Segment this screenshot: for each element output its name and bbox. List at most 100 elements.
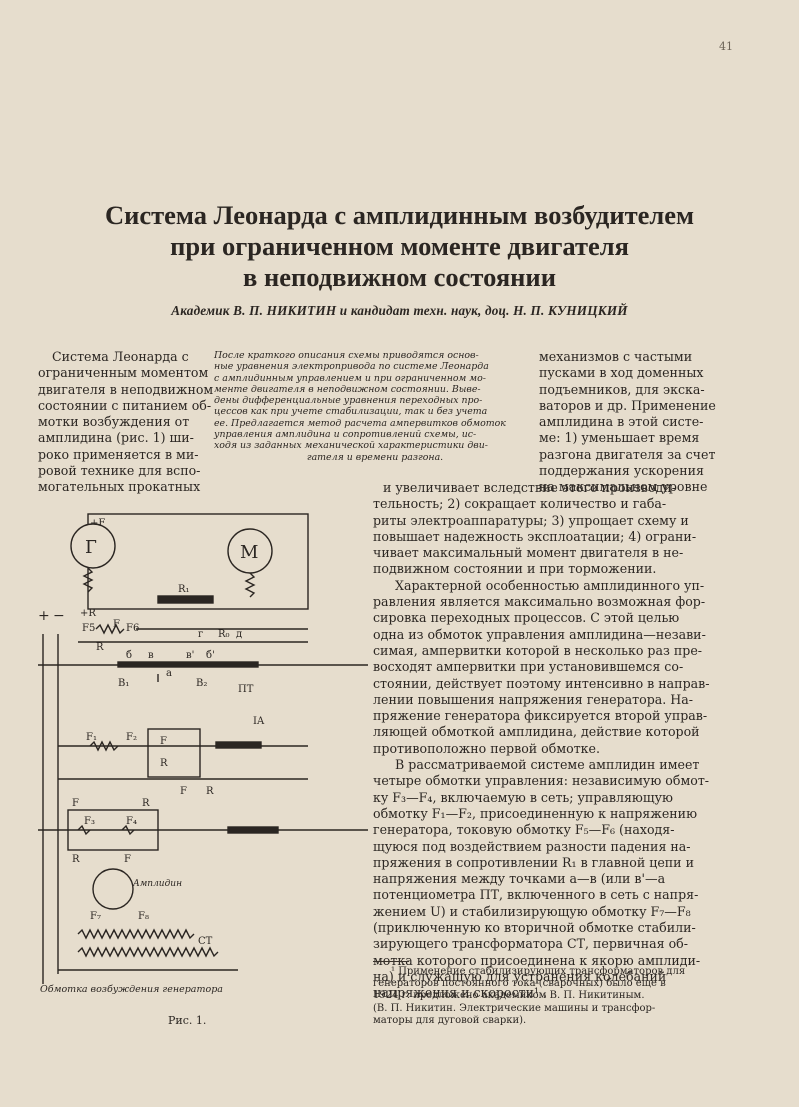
footnote-line: маторы для дуговой сварки). xyxy=(373,1014,527,1026)
text-line: стоянии, действует поэтому интенсивно в … xyxy=(373,675,710,691)
abstract-line: ные уравнения электропривода по системе … xyxy=(214,361,489,373)
generator-symbol xyxy=(70,523,116,569)
text-line: потенциометра ПТ, включенного в сеть с н… xyxy=(373,887,699,903)
label-b2: B₂ xyxy=(196,678,207,689)
text-line: напряжения между точками а—в (или в'—а xyxy=(373,871,666,887)
text-line: ограниченным моментом xyxy=(38,365,209,381)
text-line: ровой технике для вспо- xyxy=(38,463,201,479)
label-motor: М xyxy=(240,542,258,563)
label-minus: − xyxy=(53,608,65,624)
intro-column: Система Леонарда с ограниченным моментом… xyxy=(38,349,214,496)
label-b: б xyxy=(126,650,132,661)
abstract-line: цессов как при учете стабилизации, так и… xyxy=(214,406,488,418)
title-line: при ограниченном моменте двигателя xyxy=(170,231,629,261)
contactor-block xyxy=(147,728,201,778)
gen-field-resistor xyxy=(82,567,94,593)
label-r: R xyxy=(96,642,104,653)
transformer-st-winding xyxy=(77,946,219,958)
text-line: напряжения и скорости¹ . xyxy=(373,985,548,1001)
abstract-line: ее. Предлагается метод расчета ампервитк… xyxy=(214,417,506,429)
label-f5: F5 xyxy=(82,623,95,634)
label-f3: F₃ xyxy=(84,816,95,827)
resistor xyxy=(227,826,279,834)
text-line: повышает надежность эксплоатации; 4) огр… xyxy=(373,528,697,544)
abstract-line: дены дифференциальные уравнения переходн… xyxy=(214,395,483,407)
text-line: амплидина (рис. 1) ши- xyxy=(38,430,194,446)
text-line: восходят ампервитки при установившемся с… xyxy=(373,659,684,675)
label-r0: R₀ xyxy=(218,629,230,640)
label-g: г xyxy=(198,629,203,640)
text-line: разгона двигателя за счет xyxy=(539,446,716,462)
label-f: F xyxy=(180,786,187,797)
label-f: F xyxy=(160,736,167,747)
footnote-line: 1924 г. предложено академиком В. П. Ники… xyxy=(373,990,645,1002)
text-line: пряжения в сопротивлении R₁ в главной це… xyxy=(373,854,694,870)
text-line: двигателя в неподвижном xyxy=(38,381,214,397)
figure-number: Рис. 1. xyxy=(168,1014,207,1027)
amplidyne-symbol xyxy=(92,868,134,910)
abstract-line: гателя и времени разгона. xyxy=(306,451,444,463)
text-line: мотка которого присоединена к якорю ампл… xyxy=(373,952,701,968)
text-line: тельность; 2) сокращает количество и габ… xyxy=(373,496,667,512)
resistor xyxy=(215,741,262,749)
text-line: ку F₃—F₄, включаемую в сеть; управляющую xyxy=(373,789,673,805)
label-v-prime: в' xyxy=(186,650,194,661)
label-r: R xyxy=(206,786,214,797)
text-line: механизмов с частыми xyxy=(539,349,693,364)
text-line: обмотку F₁—F₂, присоединенную к напряжен… xyxy=(373,805,698,821)
label-amplidyne: Амплидин xyxy=(132,879,182,889)
text-line: чивает максимальный момент двигателя в н… xyxy=(373,545,684,561)
text-line: противоположно первой обмотке. xyxy=(373,740,601,756)
abstract-line: менте двигателя в неподвижном состоянии.… xyxy=(214,383,481,395)
label-f1: F₁ xyxy=(86,732,97,743)
text-line: риты электроаппаратуры; 3) упрощает схем… xyxy=(373,512,689,528)
title-line: Система Леонарда с амплидинным возбудите… xyxy=(104,200,695,230)
label-b1: B₁ xyxy=(118,678,129,689)
text-line: щуюся под воздействием разности падения … xyxy=(373,838,691,854)
text-line: и увеличивает вследствие этого производи… xyxy=(383,480,676,495)
label-f2: F₂ xyxy=(126,732,137,743)
text-line: В рассматриваемой системе амплидин имеет xyxy=(395,757,700,773)
abstract-line: с амплидинным управлением и при ограниче… xyxy=(214,372,486,384)
right-column: механизмов с частыми пусками в ход домен… xyxy=(539,349,784,496)
text-line: одна из обмоток управления амплидина—нез… xyxy=(373,626,706,642)
text-line: симая, ампервитки которой в несколько ра… xyxy=(373,642,703,658)
label-r: R xyxy=(72,854,80,865)
text-line: генератора, токовую обмотку F₅—F₆ (наход… xyxy=(373,822,675,838)
page-number: 41 xyxy=(719,40,733,53)
text-line: подвижном состоянии и при торможении. xyxy=(373,561,657,577)
label-plus: + xyxy=(38,608,50,624)
label-st: СТ xyxy=(198,936,213,947)
label-f4: F₄ xyxy=(126,816,137,827)
text-line: ваторов и др. Применение xyxy=(539,397,716,413)
article-title: Система Леонарда с амплидинным возбудите… xyxy=(0,200,799,293)
figure-caption: Обмотка возбуждения генератора xyxy=(40,984,223,995)
abstract-line: После краткого описания схемы приводятся… xyxy=(214,350,479,361)
text-line: сировка переходных процессов. С этой цел… xyxy=(373,610,680,626)
text-line: поддержания ускорения xyxy=(539,463,704,479)
label-pt: ПТ xyxy=(238,684,254,695)
body-text: и увеличивает вследствие этого производи… xyxy=(373,480,785,1002)
label-b-prime: б' xyxy=(206,650,215,661)
footnote: ¹ Применение стабилизирующих трансформат… xyxy=(373,966,785,1027)
label-d: д xyxy=(236,629,242,640)
winding-f7-f8 xyxy=(77,928,195,940)
text-line: жением U) и стабилизирующую обмотку F₇—F… xyxy=(373,903,691,919)
footnote-rule xyxy=(373,961,409,962)
label-f: F xyxy=(72,798,79,809)
text-line: Система Леонарда с xyxy=(52,349,189,364)
footnote-line: (В. П. Никитин. Электрические машины и т… xyxy=(373,1002,656,1014)
title-line: в неподвижном состоянии xyxy=(243,262,556,292)
text-line: мотки возбуждения от xyxy=(38,414,190,430)
text-line: на) и служащую для устранения колебаний xyxy=(373,968,667,984)
circuit-diagram: + − +F Г М R₁ +R F F5 F6 R г R₀ д б в а … xyxy=(38,513,368,984)
label-f7: F₇ xyxy=(90,911,101,922)
footnote-line: генераторов постоянного тока (сварочных)… xyxy=(373,978,666,990)
authors: Академик В. П. НИКИТИН и кандидат техн. … xyxy=(171,303,628,318)
label-a: а xyxy=(166,668,172,679)
label-f8: F₈ xyxy=(138,911,149,922)
label-plus-r: +R xyxy=(80,608,96,619)
main-circuit-loop xyxy=(87,513,309,610)
text-line: лении повышения напряжения генератора. Н… xyxy=(373,691,694,707)
abstract-line: управления амплидина и сопротивлений схе… xyxy=(214,429,477,441)
